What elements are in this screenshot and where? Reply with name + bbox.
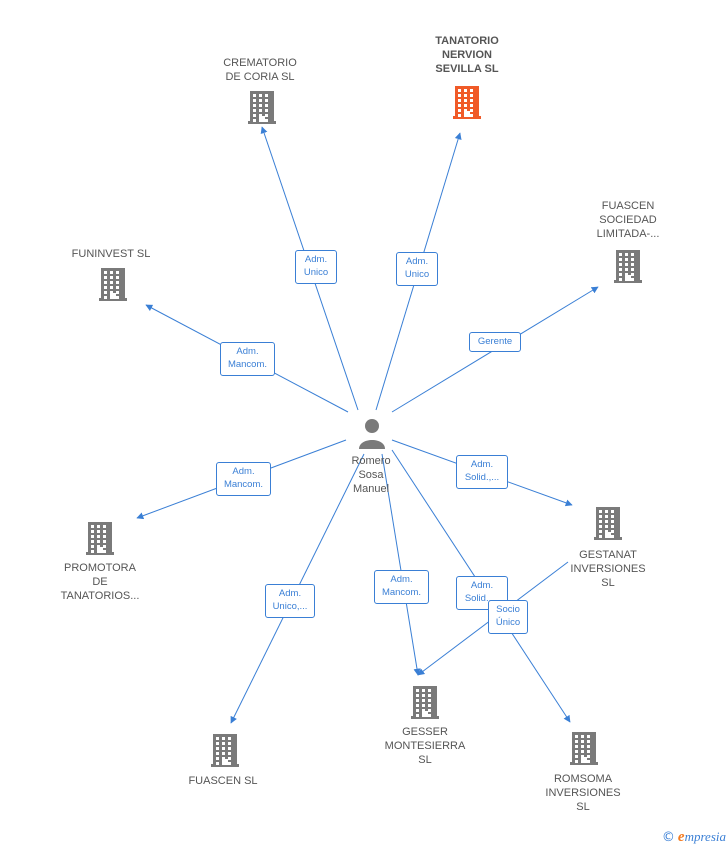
relation-label[interactable]: Adm. Mancom.	[220, 342, 275, 376]
relation-label[interactable]: Adm. Mancom.	[216, 462, 271, 496]
company-name-fuascen-sociedad[interactable]: FUASCEN SOCIEDAD LIMITADA-...	[596, 200, 660, 240]
relation-label[interactable]: Socio Único	[488, 600, 528, 634]
relation-label[interactable]: Gerente	[469, 332, 521, 352]
company-name-romsoma[interactable]: ROMSOMA INVERSIONES SL	[545, 773, 621, 813]
building-icon[interactable]	[570, 731, 598, 770]
building-icon[interactable]	[99, 267, 127, 306]
brand-initial: e	[677, 829, 685, 845]
center-person[interactable]	[352, 415, 392, 451]
edge-person-to-gesser	[381, 453, 421, 676]
brand-footer: © empresia	[662, 829, 726, 846]
person-icon	[359, 419, 385, 449]
copyright-sign: ©	[661, 830, 675, 845]
relation-label[interactable]: Adm. Unico	[396, 252, 438, 286]
company-name-fuascen[interactable]: FUASCEN SL	[188, 775, 258, 787]
brand-name: mpresia	[684, 829, 726, 844]
company-name-tanatorio[interactable]: TANATORIO NERVION SEVILLA SL	[435, 35, 499, 75]
company-name-gestanat[interactable]: GESTANAT INVERSIONES SL	[570, 549, 646, 589]
building-icon[interactable]	[594, 506, 622, 545]
relation-label[interactable]: Adm. Mancom.	[374, 570, 429, 604]
relation-label[interactable]: Adm. Solid.,...	[456, 455, 508, 489]
relation-label[interactable]: Adm. Unico	[295, 250, 337, 284]
building-icon[interactable]	[453, 85, 481, 124]
building-icon[interactable]	[86, 521, 114, 560]
company-name-gesser[interactable]: GESSER MONTESIERRA SL	[384, 726, 466, 766]
building-icon[interactable]	[614, 249, 642, 288]
building-icon[interactable]	[248, 90, 276, 129]
company-name-funinvest[interactable]: FUNINVEST SL	[71, 248, 151, 260]
center-person-name: Romero Sosa Manuel	[351, 455, 391, 495]
company-name-crematorio[interactable]: CREMATORIO DE CORIA SL	[223, 57, 297, 83]
building-icon[interactable]	[211, 733, 239, 772]
building-icon[interactable]	[411, 685, 439, 724]
company-name-promotora[interactable]: PROMOTORA DE TANATORIOS...	[60, 562, 140, 602]
relation-label[interactable]: Adm. Unico,...	[265, 584, 315, 618]
